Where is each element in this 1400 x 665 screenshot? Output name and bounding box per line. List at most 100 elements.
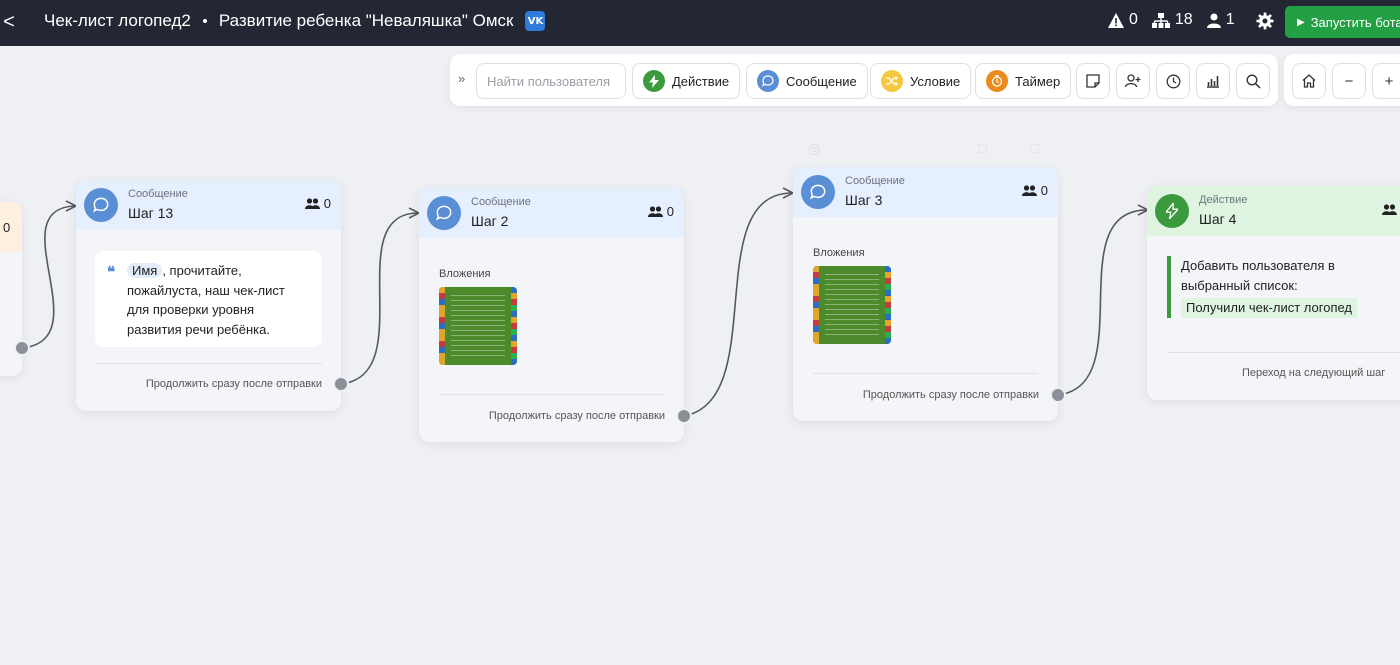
attachment-thumbnail[interactable] bbox=[813, 266, 891, 344]
add-timer-label: Таймер bbox=[1015, 73, 1061, 89]
add-user-icon bbox=[1125, 74, 1141, 88]
card-users: 0 bbox=[1021, 183, 1048, 198]
clock-icon bbox=[1166, 74, 1180, 88]
nodes-stat[interactable]: 18 bbox=[1151, 11, 1193, 29]
message-text-box[interactable]: ❝ Имя, прочитайте, пожайлуста, наш чек-л… bbox=[95, 251, 322, 347]
note-button[interactable] bbox=[1076, 63, 1110, 99]
search-button[interactable] bbox=[1236, 63, 1270, 99]
users-icon bbox=[647, 206, 663, 217]
top-bar: < Чек-лист логопед2 Развитие ребенка "Не… bbox=[0, 0, 1400, 46]
title-separator bbox=[202, 19, 207, 23]
run-bot-button[interactable]: ▶ Запустить бота bbox=[1285, 6, 1400, 38]
history-button[interactable] bbox=[1156, 63, 1190, 99]
card-users-count: 0 bbox=[323, 196, 331, 211]
card-divider bbox=[1167, 352, 1400, 353]
action-description[interactable]: Добавить пользователя в выбранный список… bbox=[1167, 256, 1400, 318]
warnings-stat[interactable]: 0 bbox=[1108, 11, 1138, 29]
card-title: Шаг 13 bbox=[128, 205, 174, 221]
card-title: Шаг 4 bbox=[1199, 211, 1237, 227]
users-icon bbox=[1021, 185, 1037, 196]
message-text-line2: пожайлуста, наш чек-лист bbox=[127, 282, 285, 298]
timer-icon bbox=[986, 70, 1008, 92]
header-stats: 0 18 1 bbox=[1108, 11, 1235, 29]
previous-step-card[interactable]: 0 bbox=[0, 202, 22, 376]
vk-icon: VK bbox=[525, 11, 546, 31]
add-condition-label: Условие bbox=[910, 73, 961, 89]
message-icon bbox=[757, 70, 779, 92]
project-name: Чек-лист логопед2 bbox=[44, 11, 191, 30]
home-button[interactable] bbox=[1292, 63, 1326, 99]
card-header: Действие Шаг 4 0 bbox=[1147, 186, 1400, 236]
warning-icon bbox=[1108, 12, 1124, 28]
card-title: Шаг 2 bbox=[471, 213, 509, 229]
add-timer-button[interactable]: Таймер bbox=[975, 63, 1072, 99]
card-footer: Продолжить сразу после отправки bbox=[488, 410, 665, 422]
group-name: Развитие ребенка "Неваляшка" Омск bbox=[218, 11, 514, 30]
message-icon bbox=[84, 188, 118, 222]
bar-chart-icon bbox=[1207, 76, 1219, 88]
action-text: Добавить пользователя в выбранный список… bbox=[1181, 258, 1335, 293]
add-condition-button[interactable]: Условие bbox=[870, 63, 972, 99]
list-chip: Получили чек-лист логопед bbox=[1181, 298, 1358, 318]
stats-button[interactable] bbox=[1196, 63, 1230, 99]
card-type: Действие bbox=[1199, 194, 1248, 206]
step-card-4[interactable]: Действие Шаг 4 0 Добавить пользователя в… bbox=[1147, 186, 1400, 400]
add-user-button[interactable] bbox=[1116, 63, 1150, 99]
users-stat[interactable]: 1 bbox=[1206, 11, 1235, 29]
card-divider bbox=[95, 363, 322, 364]
view-toolbar: − + bbox=[1284, 54, 1400, 106]
expand-icon[interactable]: » bbox=[458, 71, 466, 86]
card-users-count: 0 bbox=[1040, 183, 1048, 198]
card-type: Сообщение bbox=[845, 175, 905, 187]
run-bot-label: Запустить бота bbox=[1310, 14, 1400, 30]
output-handle[interactable] bbox=[1050, 387, 1066, 403]
card-header: Сообщение Шаг 3 0 bbox=[793, 167, 1058, 217]
step-card-13[interactable]: Сообщение Шаг 13 0 ❝ Имя, прочитайте, по… bbox=[76, 180, 341, 411]
nodes-count: 18 bbox=[1174, 11, 1193, 28]
card-divider bbox=[439, 394, 664, 395]
card-footer: Переход на следующий шаг bbox=[1242, 367, 1386, 379]
add-action-button[interactable]: Действие bbox=[632, 63, 741, 99]
card-header: Сообщение Шаг 2 0 bbox=[419, 188, 684, 238]
attachment-thumbnail[interactable] bbox=[439, 287, 517, 365]
attachments-label: Вложения bbox=[439, 268, 491, 280]
lightning-icon bbox=[643, 70, 665, 92]
home-icon bbox=[1302, 74, 1316, 88]
users-icon bbox=[304, 198, 320, 209]
back-button[interactable]: < bbox=[3, 11, 15, 33]
user-icon bbox=[1206, 13, 1221, 28]
gear-icon[interactable] bbox=[1256, 12, 1274, 30]
message-text-line3: для проверки уровня bbox=[127, 302, 255, 317]
card-divider bbox=[813, 373, 1038, 374]
card-users: 0 bbox=[1381, 202, 1400, 217]
output-handle[interactable] bbox=[14, 340, 30, 356]
previous-step-users: 0 bbox=[3, 220, 11, 235]
card-footer: Продолжить сразу после отправки bbox=[145, 378, 322, 390]
variable-chip: Имя bbox=[127, 263, 163, 278]
ghost-target-icon: ◎ bbox=[808, 140, 821, 156]
output-handle[interactable] bbox=[676, 408, 692, 424]
card-users: 0 bbox=[647, 204, 674, 219]
card-users-count: 0 bbox=[666, 204, 674, 219]
warnings-count: 0 bbox=[1129, 11, 1138, 28]
sitemap-icon bbox=[1151, 12, 1170, 28]
card-users: 0 bbox=[304, 196, 331, 211]
step-card-2[interactable]: Сообщение Шаг 2 0 Вложения Продолжить ср… bbox=[419, 188, 684, 442]
zoom-in-button[interactable]: + bbox=[1372, 63, 1400, 99]
add-message-button[interactable]: Сообщение bbox=[746, 63, 868, 99]
message-icon bbox=[427, 196, 461, 230]
play-icon: ▶ bbox=[1297, 16, 1305, 28]
message-text-line4: развития речи ребёнка. bbox=[127, 321, 270, 337]
step-card-3[interactable]: Сообщение Шаг 3 0 Вложения Продолжить ср… bbox=[793, 167, 1058, 421]
add-message-label: Сообщение bbox=[786, 73, 857, 89]
output-handle[interactable] bbox=[333, 376, 349, 392]
card-title: Шаг 3 bbox=[845, 192, 883, 208]
zoom-out-button[interactable]: − bbox=[1332, 63, 1366, 99]
ghost-copy-icon: □ bbox=[978, 140, 987, 156]
attachments-label: Вложения bbox=[813, 247, 865, 259]
add-action-label: Действие bbox=[672, 73, 730, 89]
ghost-trash-icon: □ bbox=[1030, 140, 1039, 156]
message-icon bbox=[801, 175, 835, 209]
lightning-icon bbox=[1155, 194, 1189, 228]
search-user-input[interactable] bbox=[476, 63, 626, 99]
